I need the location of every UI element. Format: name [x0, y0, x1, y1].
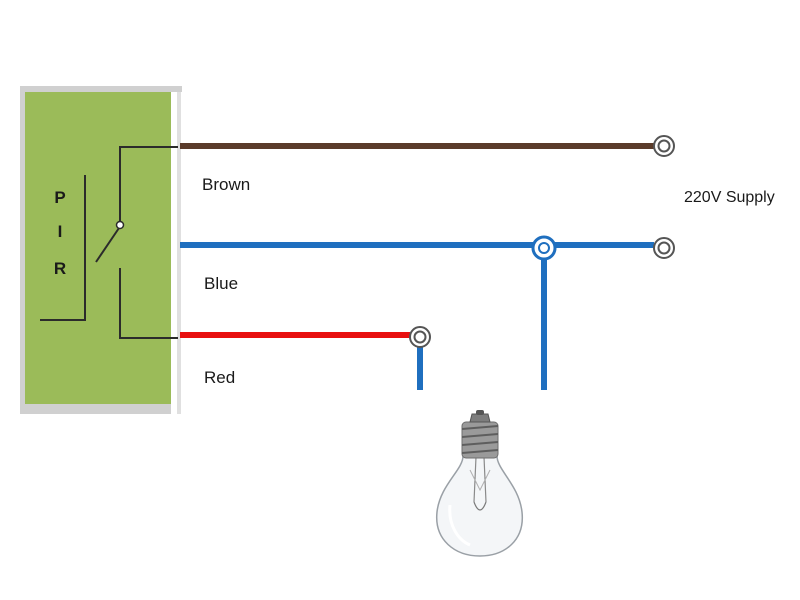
bulb-thread-1 [461, 425, 499, 430]
pir-letter-r: R [54, 259, 66, 278]
bulb-contact-point [476, 410, 484, 415]
blue-wire [180, 235, 675, 390]
brown-wire-label: Brown [202, 175, 250, 194]
relay-switch [95, 146, 178, 339]
switch-blade [95, 227, 120, 263]
switch-common-lead [119, 146, 178, 222]
pir-letter-i: I [58, 222, 63, 241]
bulb-thread-3 [461, 441, 499, 446]
red-wire-label: Red [204, 368, 235, 387]
brown-terminal-inner [657, 139, 671, 153]
blue-wire-label: Blue [204, 274, 238, 293]
blue-junction-inner [538, 242, 550, 254]
brown-wire [180, 135, 675, 157]
blue-terminal-inner [657, 241, 671, 255]
bulb-contact-tip [469, 413, 491, 423]
red-wire [180, 326, 431, 390]
switch-output-lead [119, 268, 178, 339]
pir-sensor-box: P I R [20, 86, 182, 414]
pir-letter-p: P [54, 188, 65, 207]
bulb-thread-2 [461, 433, 499, 438]
light-bulb-icon [436, 410, 523, 557]
red-terminal-inner [413, 330, 427, 344]
bulb-glass [436, 455, 523, 557]
pir-box-edge [177, 92, 181, 414]
bulb-highlight [448, 504, 471, 547]
filament [473, 501, 487, 511]
bulb-thread-4 [461, 449, 499, 454]
supply-label: 220V Supply [684, 189, 775, 206]
pir-box-body [25, 92, 171, 404]
pir-internal-line [40, 175, 86, 321]
pir-box-gap [171, 92, 182, 414]
filament-stem [469, 469, 491, 492]
switch-pivot [115, 220, 125, 230]
